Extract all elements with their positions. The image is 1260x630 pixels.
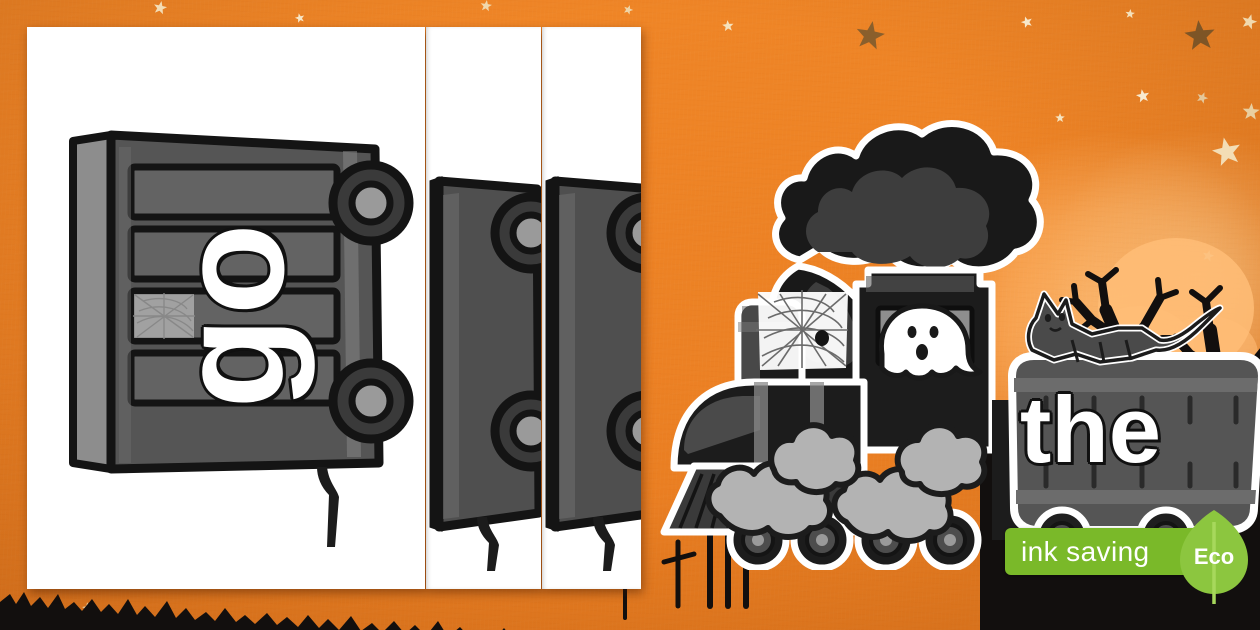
black-cat-icon: [1025, 290, 1224, 366]
carriage-1-wheels-icon: [328, 160, 414, 444]
ghost-icon: [878, 303, 983, 381]
eco-leaf-badge[interactable]: Eco: [1178, 508, 1250, 604]
page-3-artwork: [545, 176, 641, 571]
worksheet-preview-stack[interactable]: go: [27, 27, 641, 589]
worksheet-page-2[interactable]: [426, 27, 541, 589]
eco-leaf-label: Eco: [1193, 544, 1235, 569]
carriage-1-icon: [69, 130, 414, 547]
steam-train-illustration: [660, 120, 1070, 570]
page-2-artwork: [429, 176, 541, 571]
spider-web-icon: [756, 290, 848, 370]
page-1-artwork: [69, 130, 414, 547]
grass-silhouette: [0, 592, 1260, 630]
leaf-icon: [1180, 510, 1248, 604]
worksheet-page-1[interactable]: go: [27, 27, 425, 589]
steam-puffs-icon: [705, 422, 988, 544]
worksheet-page-3[interactable]: [542, 27, 641, 589]
ink-saving-label: ink saving: [1021, 535, 1150, 567]
